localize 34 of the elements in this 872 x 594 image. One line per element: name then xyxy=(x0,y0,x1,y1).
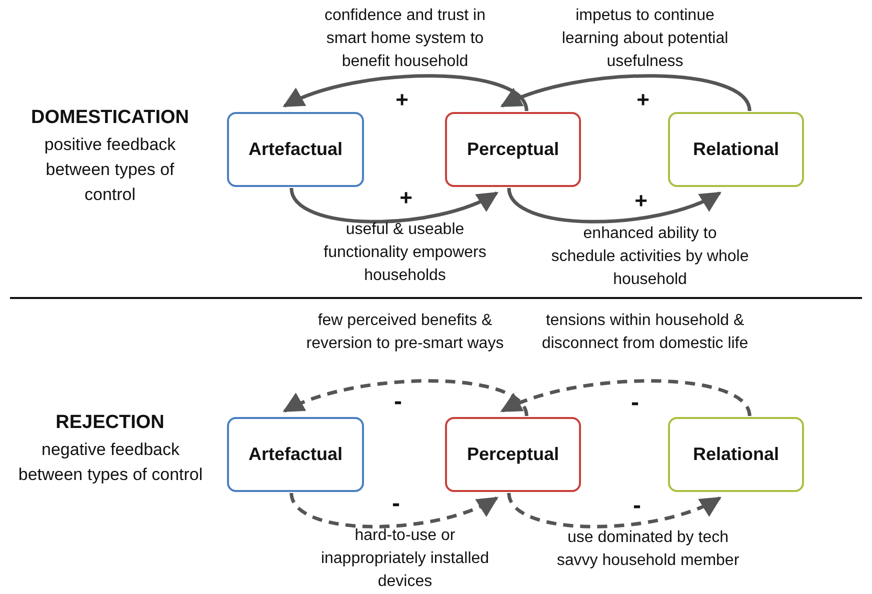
curved-arrow xyxy=(282,379,528,417)
edge-label: enhanced ability to schedule activities by whole household xyxy=(550,224,750,290)
section-heading: REJECTION xyxy=(54,411,166,435)
edge-label: useful & useable functionality empowers households xyxy=(322,220,488,286)
edge-label: confidence and trust in smart home system to benefit household xyxy=(324,6,486,72)
curved-arrow xyxy=(290,188,499,224)
process-box: Relational xyxy=(668,417,804,492)
sign: + xyxy=(636,86,650,114)
process-box: Perceptual xyxy=(445,112,581,187)
section-heading: DOMESTICATION xyxy=(30,106,190,130)
section-description: positive feedback between types of control xyxy=(43,134,177,206)
sign: - xyxy=(630,388,640,418)
curved-arrow xyxy=(500,74,752,112)
process-box: Artefactual xyxy=(227,417,364,492)
sign: + xyxy=(634,187,648,215)
sign: - xyxy=(632,491,642,521)
edge-label: impetus to continue learning about potential usefulness xyxy=(560,6,730,72)
process-box: Perceptual xyxy=(445,417,581,492)
sign: - xyxy=(393,387,403,417)
curved-arrow xyxy=(290,492,499,528)
edge-label: few perceived benefits & reversion to pre-smart ways xyxy=(305,311,505,354)
process-box: Artefactual xyxy=(227,112,364,187)
edge-label: hard-to-use or inappropriately installed devices xyxy=(320,526,490,592)
edge-label: use dominated by tech savvy household member xyxy=(556,528,740,571)
sign: - xyxy=(391,489,401,519)
curved-arrow xyxy=(500,379,752,417)
sign: + xyxy=(398,184,414,212)
edge-label: tensions within household & disconnect from domestic life xyxy=(540,311,750,354)
curved-arrow xyxy=(507,492,722,528)
section-description: negative feedback between types of control xyxy=(18,439,203,486)
process-box: Relational xyxy=(668,112,804,187)
curved-arrow xyxy=(507,188,722,224)
sign: + xyxy=(394,86,410,114)
curved-arrow xyxy=(282,74,528,112)
